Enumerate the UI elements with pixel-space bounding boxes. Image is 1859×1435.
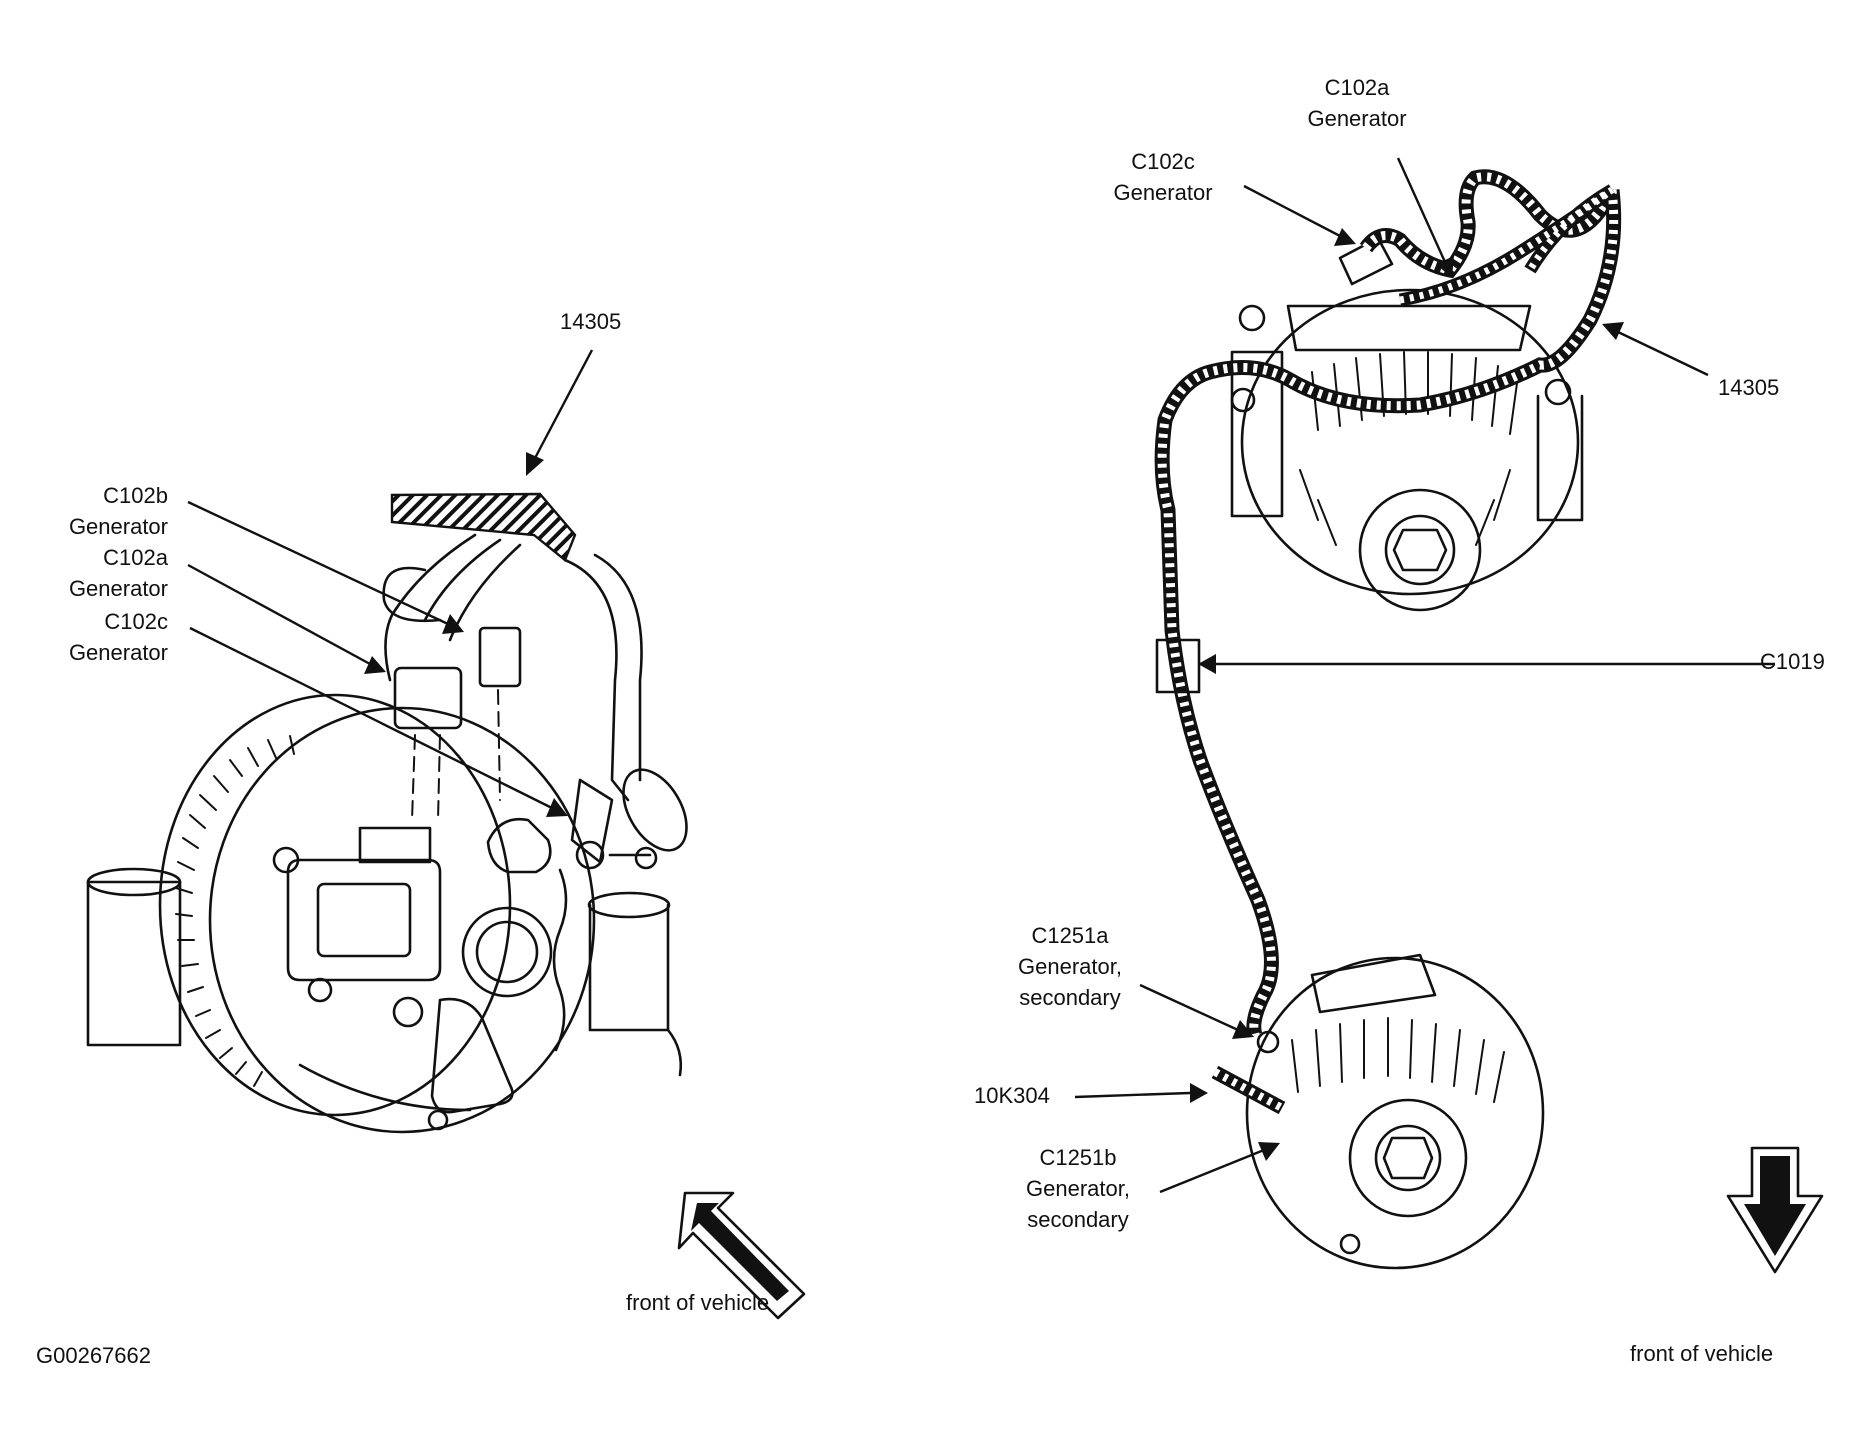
figure-id: G00267662: [36, 1343, 151, 1368]
right-secondary-generator: [1211, 953, 1545, 1270]
left-generator: [86, 693, 683, 1134]
right-connector-c1251b: C1251b Generator, secondary: [1026, 1145, 1130, 1232]
left-harness-label: 14305: [560, 309, 622, 334]
left-connector-c102c: C102c Generator: [68, 609, 168, 665]
right-primary-generator: [1230, 236, 1584, 612]
left-harness: [382, 492, 688, 864]
right-front-arrow-icon: [1726, 1146, 1824, 1274]
left-front-arrow-icon: [677, 1191, 806, 1320]
cable-label-10k304: 10K304: [974, 1083, 1050, 1108]
right-connector-c102a: C102a Generator: [1307, 75, 1407, 131]
right-front-of-vehicle-label: front of vehicle: [1630, 1341, 1774, 1366]
left-front-of-vehicle-label: front of vehicle: [626, 1290, 770, 1315]
right-connector-c1251a: C1251a Generator, secondary: [1018, 923, 1122, 1010]
left-connector-c102a: C102a Generator: [68, 545, 168, 601]
right-connector-c102c: C102c Generator: [1113, 149, 1213, 205]
right-harness-label: 14305: [1718, 375, 1780, 400]
right-harness: [1154, 169, 1622, 1038]
right-leaders: [1074, 157, 1775, 1194]
inline-connector-c1019: C1019: [1760, 649, 1825, 674]
left-connector-c102b: C102b Generator: [68, 483, 168, 539]
left-leaders: [187, 349, 594, 817]
